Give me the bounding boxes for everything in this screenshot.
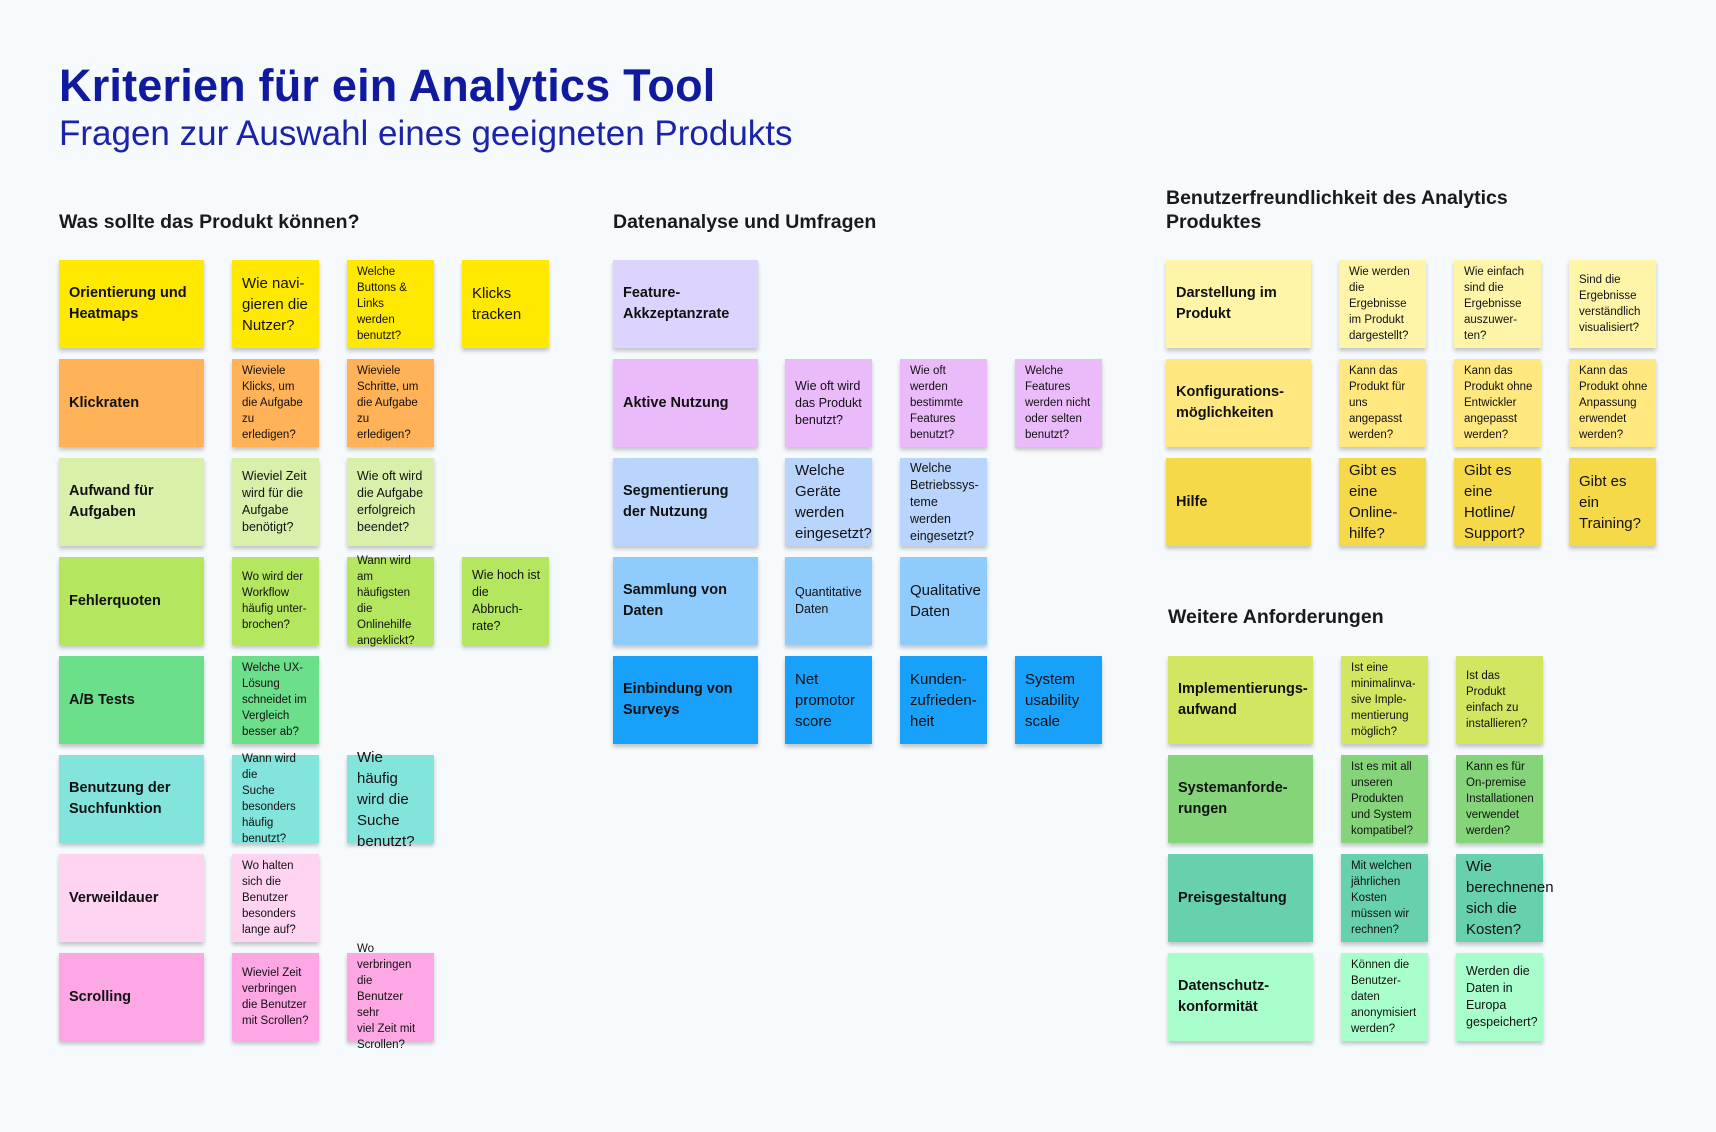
question-sticky-note[interactable]: Wo halten sich die Benutzer besonders la… [232, 854, 319, 942]
category-sticky-note[interactable]: Sammlung von Daten [613, 557, 758, 645]
page-subtitle: Fragen zur Auswahl eines geeigneten Prod… [59, 114, 793, 153]
section-title: Weitere Anforderungen [1168, 606, 1384, 628]
question-sticky-note[interactable]: Welche Features werden nicht oder selten… [1015, 359, 1102, 447]
category-sticky-note[interactable]: Datenschutz- konformität [1168, 953, 1313, 1041]
category-sticky-note[interactable]: Systemanforde- rungen [1168, 755, 1313, 843]
question-sticky-note[interactable]: Welche Buttons & Links werden benutzt? [347, 260, 434, 348]
question-sticky-note[interactable]: Sind die Ergebnisse verständlich visuali… [1569, 260, 1656, 348]
question-sticky-note[interactable]: Ist das Produkt einfach zu installieren? [1456, 656, 1543, 744]
question-sticky-note[interactable]: Wo verbringen die Benutzer sehr viel Zei… [347, 943, 434, 1051]
question-sticky-note[interactable]: Wie berechnenen sich die Kosten? [1456, 854, 1554, 942]
question-sticky-note[interactable]: Wie oft wird die Aufgabe erfolgreich bee… [347, 458, 434, 546]
question-sticky-note[interactable]: Wie werden die Ergebnisse im Produkt dar… [1339, 260, 1426, 348]
question-sticky-note[interactable]: Wie häufig wird die Suche benutzt? [347, 749, 434, 850]
question-sticky-note[interactable]: Gibt es eine Hotline/ Support? [1454, 458, 1541, 546]
section-title: Benutzerfreundlichkeit des Analytics Pro… [1166, 187, 1508, 233]
question-sticky-note[interactable]: Wie navi- gieren die Nutzer? [232, 260, 319, 348]
category-sticky-note[interactable]: A/B Tests [59, 656, 204, 744]
question-sticky-note[interactable]: Kann das Produkt ohne Anpassung erwendet… [1569, 359, 1656, 447]
question-sticky-note[interactable]: Werden die Daten in Europa gespeichert? [1456, 953, 1543, 1041]
question-sticky-note[interactable]: Können die Benutzer- daten anonymisiert … [1341, 953, 1428, 1041]
question-sticky-note[interactable]: Klicks tracken [462, 260, 549, 348]
category-sticky-note[interactable]: Scrolling [59, 953, 204, 1041]
category-sticky-note[interactable]: Benutzung der Suchfunktion [59, 755, 204, 843]
page-title: Kriterien für ein Analytics Tool [59, 60, 716, 111]
question-sticky-note[interactable]: Wie oft werden bestimmte Features benutz… [900, 359, 987, 447]
question-sticky-note[interactable]: Wie oft wird das Produkt benutzt? [785, 359, 872, 447]
category-sticky-note[interactable]: Feature- Akkzeptanzrate [613, 260, 758, 348]
question-sticky-note[interactable]: Gibt es ein Training? [1569, 458, 1656, 546]
question-sticky-note[interactable]: Wann wird am häufigsten die Onlinehilfe … [347, 555, 434, 647]
question-sticky-note[interactable]: Gibt es eine Online- hilfe? [1339, 458, 1426, 546]
category-sticky-note[interactable]: Implementierungs- aufwand [1168, 656, 1313, 744]
category-sticky-note[interactable]: Preisgestaltung [1168, 854, 1313, 942]
question-sticky-note[interactable]: Ist es mit all unseren Produkten und Sys… [1341, 755, 1428, 843]
question-sticky-note[interactable]: Welche Betriebssys- teme werden eingeset… [900, 458, 987, 546]
category-sticky-note[interactable]: Klickraten [59, 359, 204, 447]
section-title: Datenanalyse und Umfragen [613, 211, 877, 233]
section-title: Was sollte das Produkt können? [59, 211, 360, 233]
question-sticky-note[interactable]: Mit welchen jährlichen Kosten müssen wir… [1341, 854, 1428, 942]
category-sticky-note[interactable]: Segmentierung der Nutzung [613, 458, 758, 546]
question-sticky-note[interactable]: Wo wird der Workflow häufig unter- broch… [232, 557, 319, 645]
question-sticky-note[interactable]: Kann es für On-premise Installationen ve… [1456, 755, 1543, 843]
category-sticky-note[interactable]: Fehlerquoten [59, 557, 204, 645]
question-sticky-note[interactable]: Kann das Produkt für uns angepasst werde… [1339, 359, 1426, 447]
question-sticky-note[interactable]: Welche Geräte werden eingesetzt? [785, 458, 872, 546]
category-sticky-note[interactable]: Aufwand für Aufgaben [59, 458, 204, 546]
category-sticky-note[interactable]: Konfigurations- möglichkeiten [1166, 359, 1311, 447]
question-sticky-note[interactable]: Wieviel Zeit verbringen die Benutzer mit… [232, 953, 319, 1041]
question-sticky-note[interactable]: System usability scale [1015, 656, 1102, 744]
category-sticky-note[interactable]: Orientierung und Heatmaps [59, 260, 204, 348]
category-sticky-note[interactable]: Hilfe [1166, 458, 1311, 546]
category-sticky-note[interactable]: Einbindung von Surveys [613, 656, 758, 744]
question-sticky-note[interactable]: Wie hoch ist die Abbruch- rate? [462, 557, 549, 645]
question-sticky-note[interactable]: Kunden- zufrieden- heit [900, 656, 987, 744]
question-sticky-note[interactable]: Kann das Produkt ohne Entwickler angepas… [1454, 359, 1541, 447]
category-sticky-note[interactable]: Aktive Nutzung [613, 359, 758, 447]
question-sticky-note[interactable]: Net promotor score [785, 656, 872, 744]
question-sticky-note[interactable]: Wieviele Schritte, um die Aufgabe zu erl… [347, 359, 434, 447]
question-sticky-note[interactable]: Quantitative Daten [785, 557, 872, 645]
question-sticky-note[interactable]: Wann wird die Suche besonders häufig ben… [232, 753, 319, 845]
question-sticky-note[interactable]: Wieviel Zeit wird für die Aufgabe benöti… [232, 458, 319, 546]
question-sticky-note[interactable]: Wieviele Klicks, um die Aufgabe zu erled… [232, 359, 319, 447]
category-sticky-note[interactable]: Verweildauer [59, 854, 204, 942]
category-sticky-note[interactable]: Darstellung im Produkt [1166, 260, 1311, 348]
question-sticky-note[interactable]: Wie einfach sind die Ergebnisse auszuwer… [1454, 260, 1541, 348]
question-sticky-note[interactable]: Qualitative Daten [900, 557, 987, 645]
question-sticky-note[interactable]: Ist eine minimalinva- sive Imple- mentie… [1341, 656, 1428, 744]
question-sticky-note[interactable]: Welche UX- Lösung schneidet im Vergleich… [232, 656, 319, 744]
